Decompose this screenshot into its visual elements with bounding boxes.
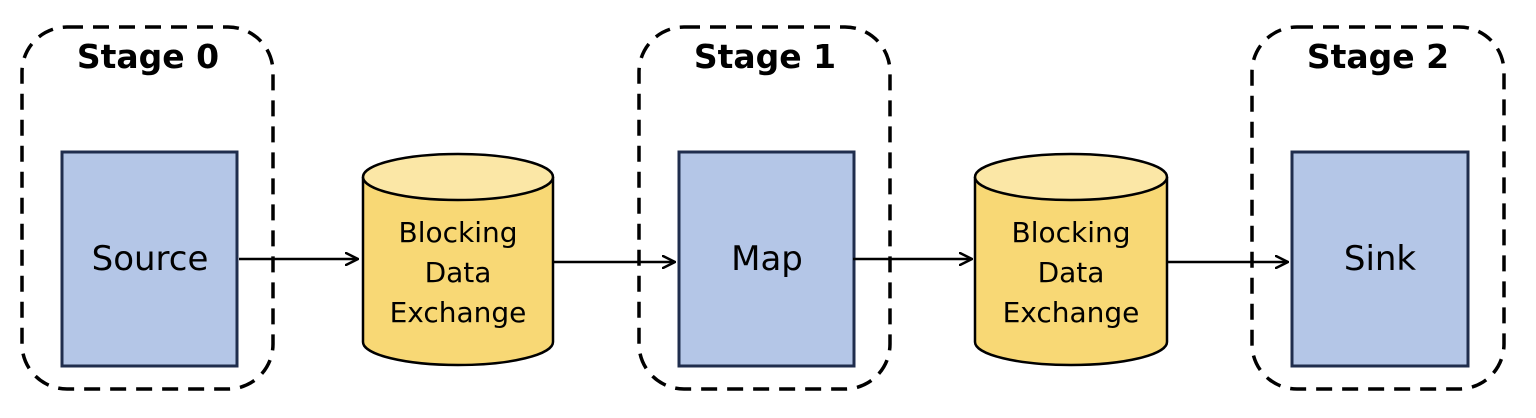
exchange-1-line-3: Exchange: [390, 296, 527, 329]
source-label: Source: [92, 239, 209, 279]
exchange-2-top: [973, 152, 1169, 202]
exchange-1-top: [361, 152, 555, 202]
stage-2-border: [1250, 25, 1506, 391]
map-box[interactable]: [677, 150, 856, 368]
exchange-1-body: [361, 177, 555, 367]
stage-2: Stage 2 Sink: [1250, 25, 1506, 391]
stage-0-border: [20, 25, 275, 391]
blocking-data-exchange-1: Blocking Data Exchange: [361, 152, 555, 367]
stage-0: Stage 0 Source: [20, 25, 275, 391]
exchange-2-body: [973, 177, 1169, 367]
stage-1-border: [637, 25, 892, 391]
exchange-2-line-3: Exchange: [1003, 296, 1140, 329]
stage-1-title: Stage 1: [694, 37, 836, 76]
source-box[interactable]: [60, 150, 239, 368]
exchange-1-line-2: Data: [425, 256, 492, 289]
exchange-2-line-2: Data: [1038, 256, 1105, 289]
sink-label: Sink: [1344, 239, 1417, 279]
blocking-data-exchange-2: Blocking Data Exchange: [973, 152, 1169, 367]
stage-0-title: Stage 0: [77, 37, 219, 76]
exchange-1-line-1: Blocking: [398, 216, 517, 249]
exchange-2-line-1: Blocking: [1011, 216, 1130, 249]
stage-1: Stage 1 Map: [637, 25, 892, 391]
sink-box[interactable]: [1290, 150, 1470, 368]
map-label: Map: [731, 239, 803, 279]
stage-2-title: Stage 2: [1307, 37, 1449, 76]
